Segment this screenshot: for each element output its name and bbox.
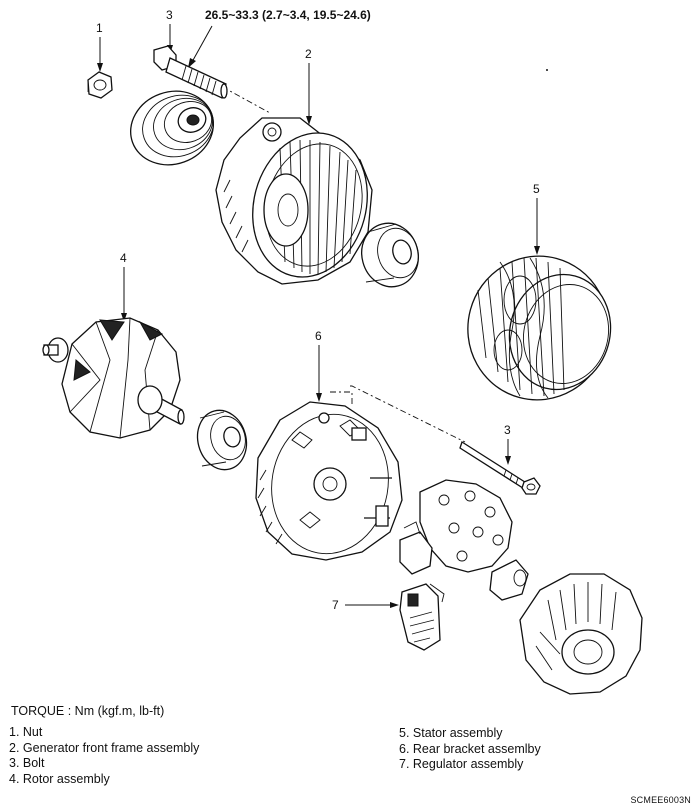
legend-item-rotor: 4. Rotor assembly	[9, 771, 110, 786]
front-frame	[215, 117, 373, 285]
rectifier	[399, 479, 529, 601]
rotor-bearing	[196, 409, 248, 471]
callout-5: 5	[533, 182, 540, 196]
torque-heading: TORQUE : Nm (kgf.m, lb-ft)	[11, 704, 165, 718]
bolt-right	[459, 441, 541, 495]
legend-item-stator: 5. Stator assembly	[399, 726, 503, 740]
stator	[467, 255, 612, 401]
front-bearing	[361, 222, 419, 288]
rear-bracket	[255, 401, 403, 561]
bolt-top	[153, 45, 228, 99]
legend-left: 1. Nut 2. Generator front frame assembly…	[9, 725, 199, 787]
callout-2: 2	[305, 47, 312, 61]
legend-item-front-frame: 2. Generator front frame assembly	[9, 740, 200, 755]
legend-item-bolt: 3. Bolt	[9, 756, 45, 770]
legend-item-nut: 1. Nut	[9, 725, 43, 739]
legend-right: 5. Stator assembly 6. Rear bracket assem…	[399, 726, 541, 773]
callout-1: 1	[96, 21, 103, 35]
regulator	[399, 583, 445, 651]
nut	[87, 71, 113, 99]
legend-item-rear-bracket: 6. Rear bracket assemlby	[399, 741, 541, 756]
callout-3-right: 3	[504, 423, 511, 437]
rear-cover	[519, 573, 643, 695]
figure-code: SCMEE6003N	[630, 795, 691, 805]
callout-3-top: 3	[166, 8, 173, 22]
callout-4: 4	[120, 251, 127, 265]
callout-7: 7	[332, 598, 339, 612]
callout-6: 6	[315, 329, 322, 343]
rotor	[42, 317, 185, 439]
legend-item-regulator: 7. Regulator assembly	[399, 757, 524, 771]
torque-spec: 26.5~33.3 (2.7~3.4, 19.5~24.6)	[205, 8, 371, 22]
pulley	[130, 90, 214, 166]
